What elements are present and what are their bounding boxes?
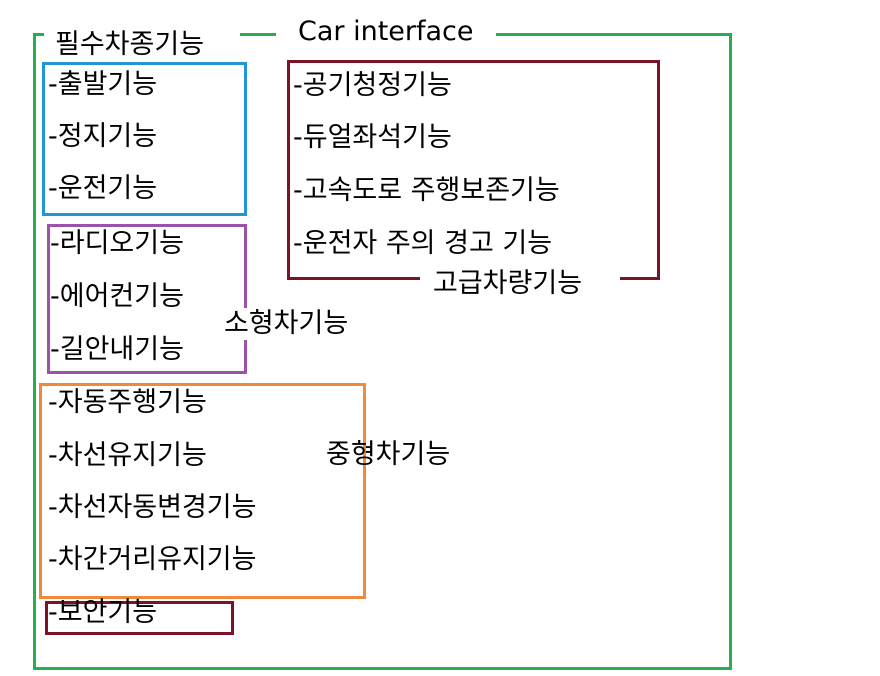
small-car-item: -에어컨기능 (50, 281, 184, 312)
premium-car-item: -공기청정기능 (293, 70, 452, 101)
diagram-title: Car interface (298, 16, 474, 47)
small-car-item: -길안내기능 (50, 334, 184, 365)
medium-car-item: -차선유지기능 (48, 440, 207, 471)
small-car-group-label: 소형차기능 (222, 308, 351, 340)
premium-car-item: -운전자 주의 경고 기능 (293, 228, 553, 259)
essential-item: -정지기능 (48, 121, 158, 152)
medium-car-group-box (39, 383, 366, 599)
medium-car-item: -차선자동변경기능 (48, 492, 257, 523)
small-car-item: -라디오기능 (50, 228, 184, 259)
title-gap (276, 29, 496, 37)
small-car-group-box (47, 224, 247, 374)
premium-car-group-label: 고급차량기능 (433, 268, 583, 299)
premium-car-item: -고속도로 주행보존기능 (293, 175, 560, 206)
security-item: -보안기능 (48, 597, 158, 628)
premium-car-item: -듀얼좌석기능 (293, 122, 452, 153)
premium-label-gap (420, 274, 620, 282)
essential-group-box (42, 62, 247, 216)
security-box (45, 601, 234, 635)
medium-car-item: -차간거리유지기능 (48, 544, 257, 575)
essential-label-gap (44, 29, 240, 37)
medium-car-group-label: 중형차기능 (326, 439, 451, 470)
essential-group-label: 필수차종기능 (55, 29, 205, 60)
essential-item: -운전기능 (48, 173, 158, 204)
medium-car-item: -자동주행기능 (48, 387, 207, 418)
essential-item: -출발기능 (48, 69, 158, 100)
